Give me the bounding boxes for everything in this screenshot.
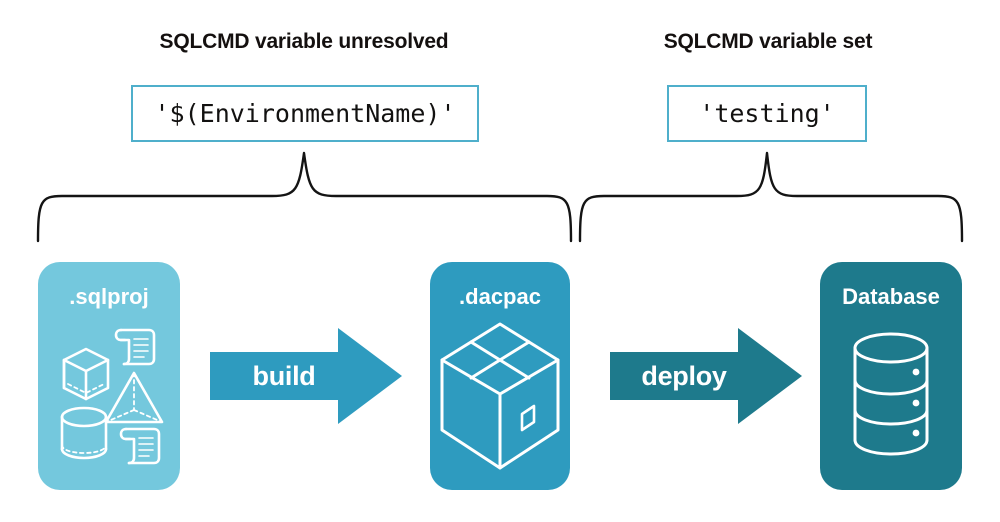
cube-icon [62, 347, 110, 401]
scroll-icon [119, 427, 161, 465]
cylinder-icon [60, 406, 108, 460]
code-value-box-set: 'testing' [667, 85, 867, 142]
arrow-deploy-label: deploy [641, 360, 727, 391]
arrow-build-label: build [252, 360, 316, 391]
database-artwork [820, 318, 962, 483]
brace-right-icon [578, 151, 964, 243]
arrow-build-shape [210, 328, 402, 424]
pyramid-icon [104, 371, 164, 424]
heading-sqlcmd-unresolved: SQLCMD variable unresolved [159, 30, 449, 53]
scroll-icon [114, 328, 156, 366]
stage-label-database: Database [842, 284, 940, 309]
stage-box-sqlproj: .sqlproj [38, 262, 180, 490]
stage-label-sqlproj: .sqlproj [69, 284, 149, 309]
brace-left-icon [36, 151, 573, 243]
arrow-deploy-shape [610, 328, 802, 424]
sqlproj-icon-group [60, 328, 164, 465]
heading-sqlcmd-set: SQLCMD variable set [663, 30, 873, 53]
arrow-deploy: deploy [610, 328, 802, 424]
sqlproj-artwork [38, 318, 180, 483]
stage-box-database: Database [820, 262, 962, 490]
database-cylinder-icon [853, 332, 929, 456]
dacpac-artwork [430, 318, 570, 483]
arrow-build: build [210, 328, 402, 424]
code-value-box-unresolved: '$(EnvironmentName)' [131, 85, 479, 142]
stage-label-dacpac: .dacpac [459, 284, 541, 309]
package-box-icon [440, 322, 560, 470]
stage-box-dacpac: .dacpac [430, 262, 570, 490]
